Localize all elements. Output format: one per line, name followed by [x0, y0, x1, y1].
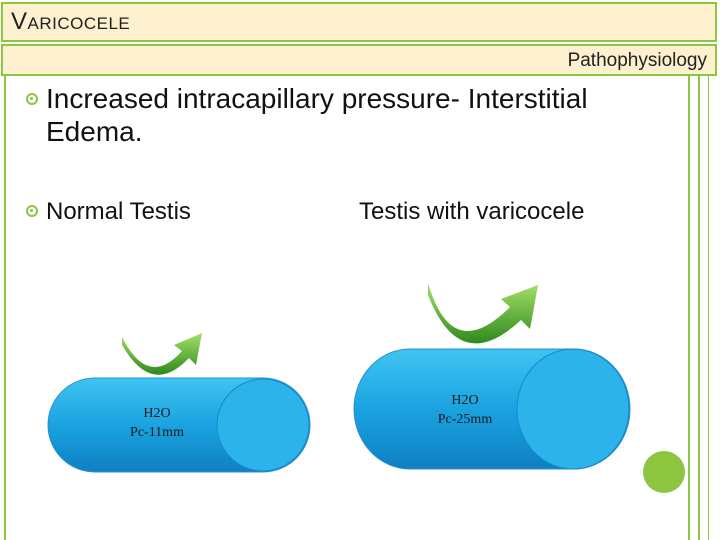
capillary-pill-varicocele [353, 348, 631, 470]
bullet-icon [26, 93, 38, 105]
bullet-1-line-1: Increased intracapillary pressure- Inter… [46, 83, 588, 114]
pill-label-varicocele: H2O Pc-25mm [353, 392, 577, 432]
label-testis-varicocele: Testis with varicocele [359, 198, 585, 225]
flow-arrow-icon-small [122, 333, 202, 375]
frame-line-right-2 [698, 76, 700, 540]
frame-line-left [4, 76, 6, 540]
pill-label-pressure: Pc-25mm [437, 412, 493, 427]
pill-label-pressure: Pc-11mm [130, 425, 184, 440]
bullet-1-line-2: Edema. [46, 116, 143, 147]
slide-title: Varicocele [11, 8, 131, 35]
decorative-circle [643, 451, 685, 493]
pill-label-h2o: H2O [143, 406, 171, 421]
title-bar: Varicocele [1, 2, 717, 42]
frame-line-right-1 [688, 76, 690, 540]
flow-arrow-icon-large [428, 283, 538, 344]
frame-line-right-3 [708, 76, 709, 540]
label-normal-testis: Normal Testis [46, 198, 191, 225]
capillary-pill-normal [47, 377, 311, 473]
slide-subtitle: Pathophysiology [567, 50, 707, 71]
pill-label-h2o: H2O [451, 393, 479, 408]
pill-label-normal: H2O Pc-11mm [47, 405, 267, 445]
bullet-icon [26, 205, 38, 217]
subtitle-bar: Pathophysiology [1, 44, 717, 76]
